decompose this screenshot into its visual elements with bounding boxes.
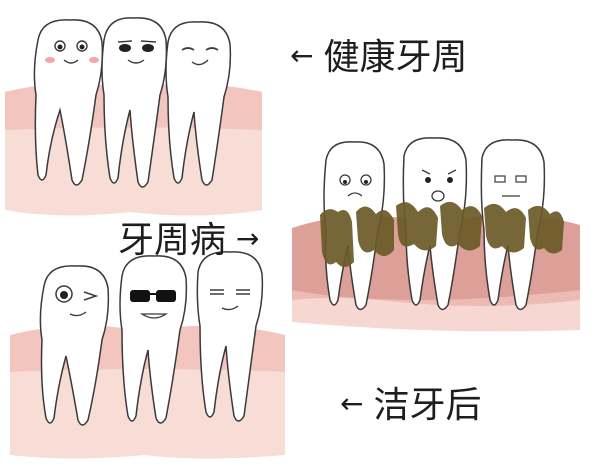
periodontitis-teeth-icon bbox=[292, 137, 580, 332]
healthy-label: ← 健康牙周 bbox=[290, 40, 467, 76]
cleaned-text: 洁牙后 bbox=[373, 385, 482, 426]
healthy-text: 健康牙周 bbox=[323, 37, 468, 78]
healthy-teeth-icon bbox=[5, 17, 262, 216]
periodontitis-label: 牙周病 → bbox=[118, 223, 259, 259]
cleaned-teeth-icon bbox=[10, 251, 285, 459]
arrow-left-icon: ← bbox=[340, 387, 364, 420]
periodontitis-text: 牙周病 bbox=[118, 220, 227, 261]
cleaned-label: ← 洁牙后 bbox=[340, 388, 481, 424]
arrow-left-icon: ← bbox=[290, 39, 314, 72]
arrow-right-icon: → bbox=[236, 222, 260, 255]
